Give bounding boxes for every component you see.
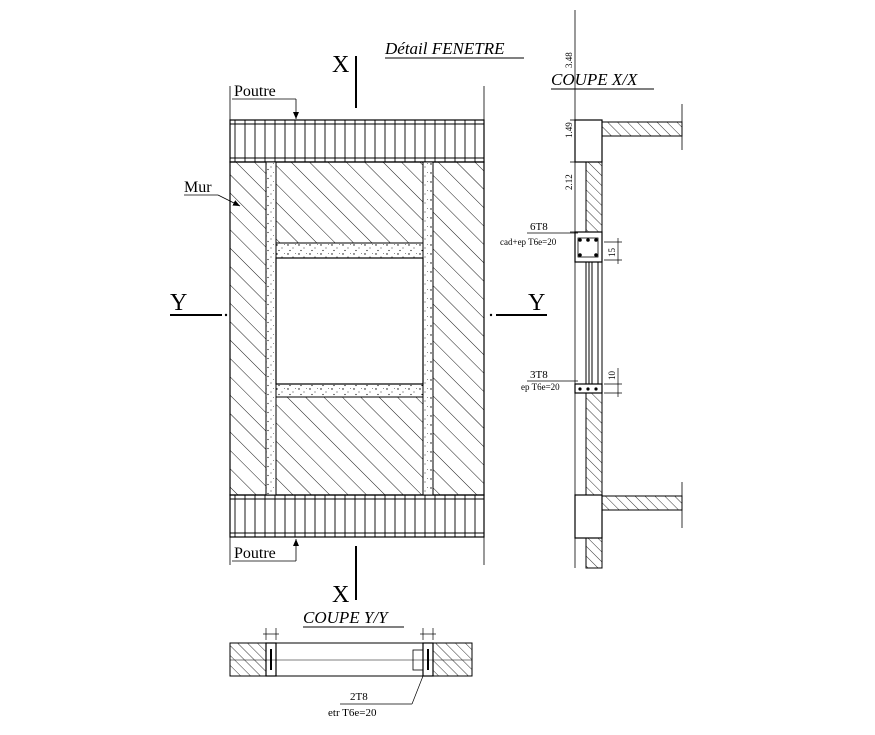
section-y-left-label: Y — [170, 290, 187, 316]
bottom-beam-label: Poutre — [234, 545, 276, 562]
window-opening — [275, 257, 424, 385]
top-beam — [229, 119, 485, 163]
section-xx: COUPE X/X 3.48 1.49 2.12 — [500, 10, 683, 569]
dim-10: 10 — [607, 371, 617, 381]
dim-212: 2.12 — [564, 174, 574, 190]
section-y-right-label: Y — [528, 290, 545, 316]
section-yy-title: COUPE Y/Y — [303, 608, 389, 627]
rebar-bottom-label: 3T8 — [530, 369, 548, 381]
yy-rebar-note: etr T6e=20 — [328, 707, 377, 719]
rebar-top-label: 6T8 — [530, 221, 548, 233]
top-beam-label: Poutre — [234, 83, 276, 100]
rebar-top-note: cad+ep T6e=20 — [500, 237, 557, 247]
window-elevation: Poutre Poutre Mur X X Y Y — [170, 52, 547, 608]
dim-15: 15 — [607, 248, 617, 258]
section-x-top-label: X — [332, 52, 349, 78]
section-x-bottom-label: X — [332, 582, 349, 608]
rebar-bottom-note: ep T6e=20 — [521, 382, 560, 392]
wall-label: Mur — [184, 179, 212, 196]
drawing-title: Détail FENETRE — [384, 39, 505, 58]
section-xx-title: COUPE X/X — [551, 70, 638, 89]
dim-348: 3.48 — [564, 52, 574, 68]
yy-rebar-label: 2T8 — [350, 691, 368, 703]
section-yy: COUPE Y/Y 2T8 etr T6e=20 — [229, 608, 473, 719]
dim-149: 1.49 — [564, 122, 574, 138]
bottom-beam — [229, 494, 485, 538]
